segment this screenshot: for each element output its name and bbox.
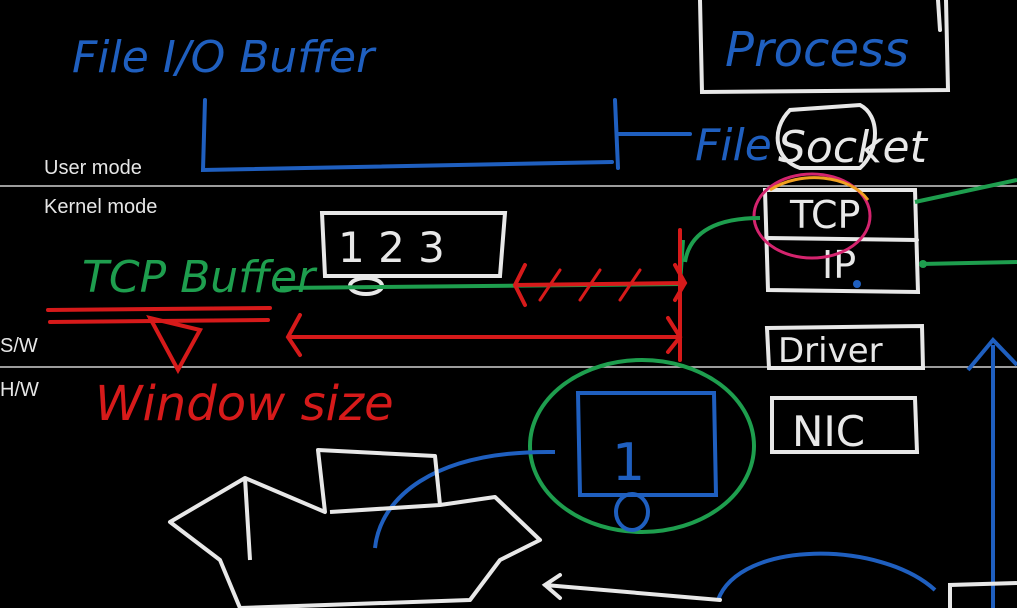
bottom-right-box	[948, 581, 1017, 608]
ip-connector-dot	[919, 260, 927, 268]
blue-curve-left	[373, 449, 556, 549]
tcp-right-connector	[914, 178, 1017, 204]
ip-label: IP	[822, 243, 856, 287]
blue-curve-bottom	[716, 551, 937, 601]
socket-label: Socket	[778, 122, 929, 173]
packet-doodle	[168, 448, 542, 608]
kernel-mode-label: Kernel mode	[44, 196, 158, 218]
tcp-highlight-orange	[769, 176, 870, 201]
ip-dot	[853, 280, 861, 288]
nic-buffer-box	[575, 391, 719, 497]
window-size-label: Window size	[95, 376, 394, 432]
user-mode-label: User mode	[44, 157, 142, 179]
ip-right-connector	[919, 260, 1017, 266]
nic-buffer-circle	[528, 358, 756, 534]
tcp-label: TCP	[789, 193, 860, 237]
tcp-buffer-numbers: 1 2 3	[338, 223, 445, 272]
window-pointer-triangle	[146, 315, 204, 375]
socket-outline	[775, 102, 877, 170]
file-io-buffer-label: File I/O Buffer	[72, 32, 377, 83]
driver-box	[764, 323, 926, 370]
process-label: Process	[725, 22, 909, 78]
sw-label: S/W	[0, 335, 38, 357]
tcp-highlight-circle	[752, 172, 872, 260]
tcp-left-connector	[683, 216, 761, 263]
nic-label: NIC	[792, 407, 865, 456]
tcp-buffer-box	[319, 211, 508, 278]
file-io-buffer-bracket	[200, 98, 620, 173]
packet-arrow	[541, 573, 722, 602]
nic-box	[770, 396, 920, 454]
file-label: File	[695, 120, 772, 171]
driver-label: Driver	[778, 331, 883, 371]
tcp-buffer-label: TCP Buffer	[82, 252, 318, 303]
tcp-ip-box	[762, 188, 921, 295]
window-hatch	[538, 268, 642, 302]
nic-buffer-number: 1	[612, 433, 645, 493]
nic-buffer-tail	[614, 492, 650, 532]
hw-label: H/W	[0, 379, 39, 401]
window-size-arrow	[285, 228, 683, 362]
process-box	[698, 0, 951, 95]
blue-up-arrow	[966, 337, 1017, 608]
